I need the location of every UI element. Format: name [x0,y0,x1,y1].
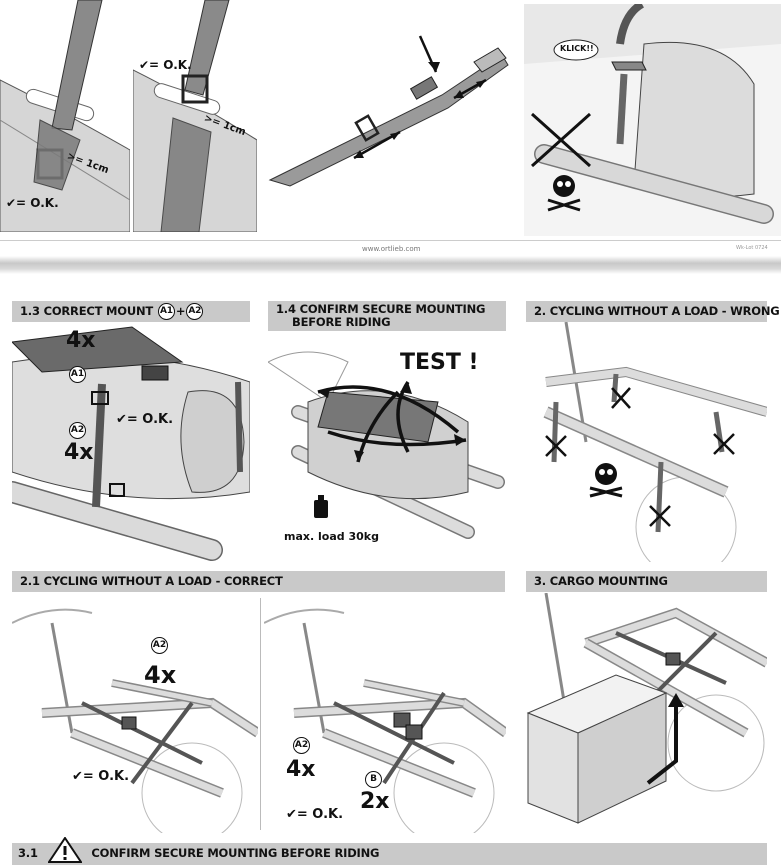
section-1-3-title: 1.3 CORRECT MOUNT [20,304,154,318]
a2-callout: A2 [68,420,87,439]
a2-badge: A2 [186,303,204,320]
count-left: 4x [144,661,177,689]
footer-code: Wk-Lot 0724 [736,245,768,251]
top-panel-strap-gap-2: ✔= O.K. >= 1cm [133,0,257,232]
section-2-1-header: 2.1 CYCLING WITHOUT A LOAD - CORRECT [12,571,505,592]
top-panel-klick-wrong: KLICK!! [524,4,781,236]
section-3-1-header: 3.1 CONFIRM SECURE MOUNTING BEFORE RIDIN… [12,837,767,865]
section-2-title: 2. CYCLING WITHOUT A LOAD - WRONG [534,304,780,318]
ok-label-1-3: ✔= O.K. [116,412,174,427]
section-3-1-title: CONFIRM SECURE MOUNTING BEFORE RIDING [91,846,380,860]
footer-url: www.ortlieb.com [362,245,421,253]
ok-label-2: ✔= O.K. [139,58,192,72]
section-2-1-title: 2.1 CYCLING WITHOUT A LOAD - CORRECT [20,574,283,588]
top-panel-strap-gap-1: >= 1cm ✔= O.K. [0,0,130,232]
page-separator-band [0,256,781,274]
count-bottom-a2: 4x [64,440,94,465]
ok-label-1: ✔= O.K. [6,196,59,210]
a1-badge: A1 [157,303,175,320]
ok-label-2-1-right: ✔= O.K. [286,807,344,822]
test-label: TEST ! [400,350,479,375]
section-3-1-number: 3.1 [18,846,38,860]
ok-label-2-1-left: ✔= O.K. [72,769,130,784]
section-2-1-divider [260,598,261,830]
section-2-header: 2. CYCLING WITHOUT A LOAD - WRONG [526,301,780,322]
section-1-3-header: 1.3 CORRECT MOUNT A1+A2 [12,301,250,322]
footer-divider [0,240,781,241]
warning-icon [47,837,82,865]
klick-wrong-illustration [524,4,781,224]
section-1-4-title-line2: BEFORE RIDING [292,315,391,329]
section-3-illustration [526,593,767,833]
skull-icon [553,175,575,197]
klick-label: KLICK!! [560,44,594,53]
count-right: 4x [286,757,316,782]
a1-callout: A1 [68,364,87,383]
b-callout: B [364,769,383,788]
strap-gap-illustration-2 [133,0,257,232]
plus-sign: + [175,304,186,318]
a2-callout-right: A2 [292,735,311,754]
strap-gap-illustration-1 [0,0,130,232]
top-panel-strap-adjust [262,0,522,232]
strap-adjust-illustration [268,35,509,187]
section-2-illustration [526,322,767,562]
max-load-label: max. load 30kg [284,530,379,543]
skull-icon [595,463,617,485]
section-1-4-illustration: TEST ! max. load 30kg [268,332,506,564]
section-1-3-illustration: 4x A1 A2 4x ✔= O.K. [12,322,250,562]
section-2-1-left-illustration: A2 4x ✔= O.K. [12,593,258,833]
a2-callout-left: A2 [150,635,169,654]
section-3-header: 3. CARGO MOUNTING [526,571,767,592]
section-1-4-header: 1.4 CONFIRM SECURE MOUNTING BEFORE RIDIN… [268,301,506,331]
count-top-a1: 4x [66,328,96,353]
section-1-4-title-line1: 1.4 CONFIRM SECURE MOUNTING [276,302,486,316]
section-2-1-right-illustration: A2 4x B 2x ✔= O.K. [264,593,506,833]
count-b: 2x [360,789,390,814]
section-3-title: 3. CARGO MOUNTING [534,574,668,588]
weight-icon [314,500,328,518]
